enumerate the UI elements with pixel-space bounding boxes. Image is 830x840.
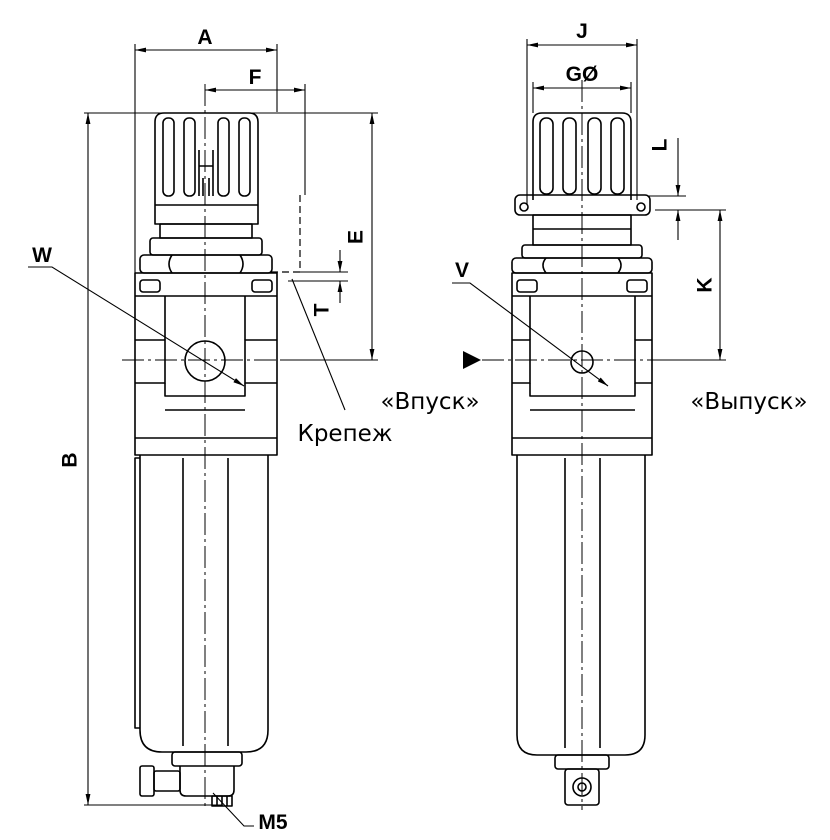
- left-adjustment-knob: [154, 112, 259, 225]
- right-center-lines: [482, 80, 660, 810]
- dimension-l: L: [648, 138, 726, 240]
- m5-label: M5: [258, 811, 287, 834]
- right-lock-nut: [511, 214, 653, 274]
- mount-label: Крепеж: [298, 421, 393, 447]
- dimension-k: K: [660, 210, 726, 361]
- leader-v-label: V: [455, 259, 469, 282]
- outlet-label: «Выпуск»: [690, 389, 807, 415]
- inlet-label: «Впуск»: [380, 389, 479, 415]
- left-bowl: [134, 455, 269, 753]
- leader-v: V: [452, 259, 609, 387]
- dimension-t-label: T: [311, 303, 334, 316]
- right-bowl: [516, 455, 646, 756]
- dimension-e-label: E: [345, 230, 368, 244]
- right-port-v: [570, 350, 594, 374]
- dimension-a: A: [134, 26, 278, 273]
- dimension-g-diameter: GØ: [532, 63, 632, 113]
- dimension-k-label: K: [694, 277, 717, 292]
- dimension-j-label: J: [576, 20, 588, 43]
- dimension-e: E: [282, 113, 378, 361]
- dimension-b-label: B: [59, 452, 82, 467]
- leader-w: W: [28, 244, 245, 387]
- right-body: [511, 272, 653, 456]
- right-adjustment-knob: [532, 112, 632, 200]
- left-drain: [139, 751, 243, 807]
- dimension-l-label: L: [649, 138, 672, 151]
- left-port-w: [184, 340, 226, 382]
- left-lock-nut: [139, 223, 273, 274]
- dimension-g-label: GØ: [566, 63, 599, 86]
- right-view: J GØ L K V: [452, 20, 726, 810]
- dimension-j: J: [526, 20, 638, 205]
- dimension-a-label: A: [197, 26, 212, 49]
- dimension-b: B: [59, 113, 222, 806]
- left-body: [134, 272, 278, 456]
- right-drain: [554, 754, 610, 806]
- inlet-arrow-icon: [463, 351, 481, 369]
- dimension-f-label: F: [249, 66, 262, 89]
- dimension-t: T: [288, 250, 348, 316]
- leader-w-label: W: [32, 244, 52, 267]
- leader-mount: Крепеж: [291, 278, 393, 447]
- left-view: A F B E T: [28, 26, 393, 834]
- dimension-f: F: [205, 66, 306, 195]
- leader-m5: M5: [212, 792, 288, 834]
